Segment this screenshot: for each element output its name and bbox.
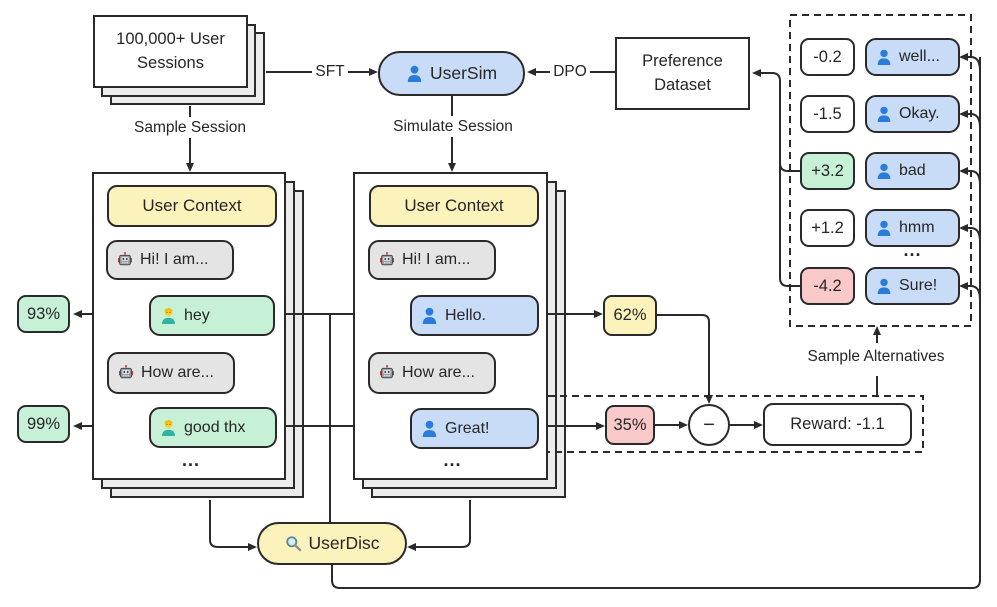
alt-msg-3: bad — [865, 152, 960, 190]
minus-operator: − — [688, 404, 730, 446]
usersim-node: UserSim — [378, 51, 525, 96]
person-icon — [162, 307, 175, 324]
preference-dataset-label: Preference Dataset — [642, 52, 723, 94]
sim-user-msg-1: Hello. — [410, 295, 539, 336]
preference-dataset-box: Preference Dataset — [615, 37, 750, 110]
rail-to-alt5-arrow — [959, 282, 981, 301]
reward-box: Reward: -1.1 — [763, 403, 912, 446]
robot-icon — [379, 252, 395, 266]
sim-context-header: User Context — [369, 185, 539, 227]
sft-label: SFT — [312, 61, 348, 82]
user-blue-icon — [877, 278, 891, 294]
magnifier-icon — [285, 536, 301, 552]
user-blue-icon — [407, 65, 422, 82]
rail-to-alt3-arrow — [959, 167, 981, 186]
robot-icon — [118, 365, 134, 379]
rail-to-alt2-arrow — [959, 110, 981, 129]
real-session-panel: User Context Hi! I am... hey How are... … — [92, 172, 286, 480]
alt-msg-1: well... — [865, 38, 960, 76]
real-score-1: 93% — [17, 295, 70, 333]
userdisc-node: UserDisc — [257, 522, 407, 565]
dpo-label: DPO — [550, 61, 590, 82]
rail-to-alt1-arrow — [959, 53, 981, 72]
userdisc-label: UserDisc — [308, 533, 380, 553]
robot-icon — [379, 365, 395, 379]
scores-to-preference-arrow — [752, 69, 800, 287]
rail-to-alt4-arrow — [959, 224, 981, 243]
real-context-header: User Context — [107, 185, 277, 227]
sim-assistant-msg-2: How are... — [368, 352, 496, 394]
real-user-msg-1: hey — [149, 295, 275, 336]
real-assistant-msg-2: How are... — [107, 352, 235, 394]
user-blue-icon — [422, 420, 437, 437]
sim-assistant-msg-1: Hi! I am... — [368, 240, 496, 280]
realpanel-to-userdisc-arrow — [209, 500, 257, 551]
usersim-label: UserSim — [429, 63, 498, 83]
alt-score-4: +1.2 — [800, 209, 855, 247]
user-blue-icon — [422, 307, 437, 324]
sample-alternatives-label: Sample Alternatives — [791, 346, 961, 367]
real-panel-ellipsis: ... — [181, 450, 200, 470]
sim-user-msg-2: Great! — [410, 408, 539, 449]
user-blue-icon — [877, 220, 891, 236]
real-assistant-msg-1: Hi! I am... — [106, 240, 234, 280]
62-to-minus-arrow — [657, 314, 713, 404]
robot-icon — [117, 252, 133, 266]
sample-session-label: Sample Session — [132, 117, 248, 138]
sim-panel-ellipsis: ... — [443, 450, 462, 470]
alt-msg-5: Sure! — [865, 267, 960, 305]
real-user-msg-2: good thx — [149, 407, 277, 448]
alt-score-5: -4.2 — [800, 267, 855, 305]
sim-score-2: 35% — [605, 405, 655, 445]
sessions-box: 100,000+ User Sessions — [93, 15, 248, 88]
score-branch-line — [779, 162, 800, 172]
simulate-session-label: Simulate Session — [393, 116, 513, 137]
sim-score-1: 62% — [603, 295, 657, 336]
simpanel-to-userdisc-arrow — [407, 500, 471, 551]
user-blue-icon — [877, 163, 891, 179]
real-score-2: 99% — [17, 405, 70, 443]
alt-score-1: -0.2 — [800, 38, 855, 76]
alt-score-3: +3.2 — [800, 152, 855, 190]
person-icon — [162, 419, 175, 436]
user-blue-icon — [877, 106, 891, 122]
alt-msg-2: Okay. — [865, 95, 960, 133]
sessions-label: 100,000+ User Sessions — [116, 30, 225, 72]
sim-session-panel: User Context Hi! I am... Hello. How are.… — [353, 172, 548, 480]
alt-score-2: -1.5 — [800, 95, 855, 133]
alternatives-ellipsis: ... — [903, 240, 922, 260]
user-blue-icon — [877, 49, 891, 65]
